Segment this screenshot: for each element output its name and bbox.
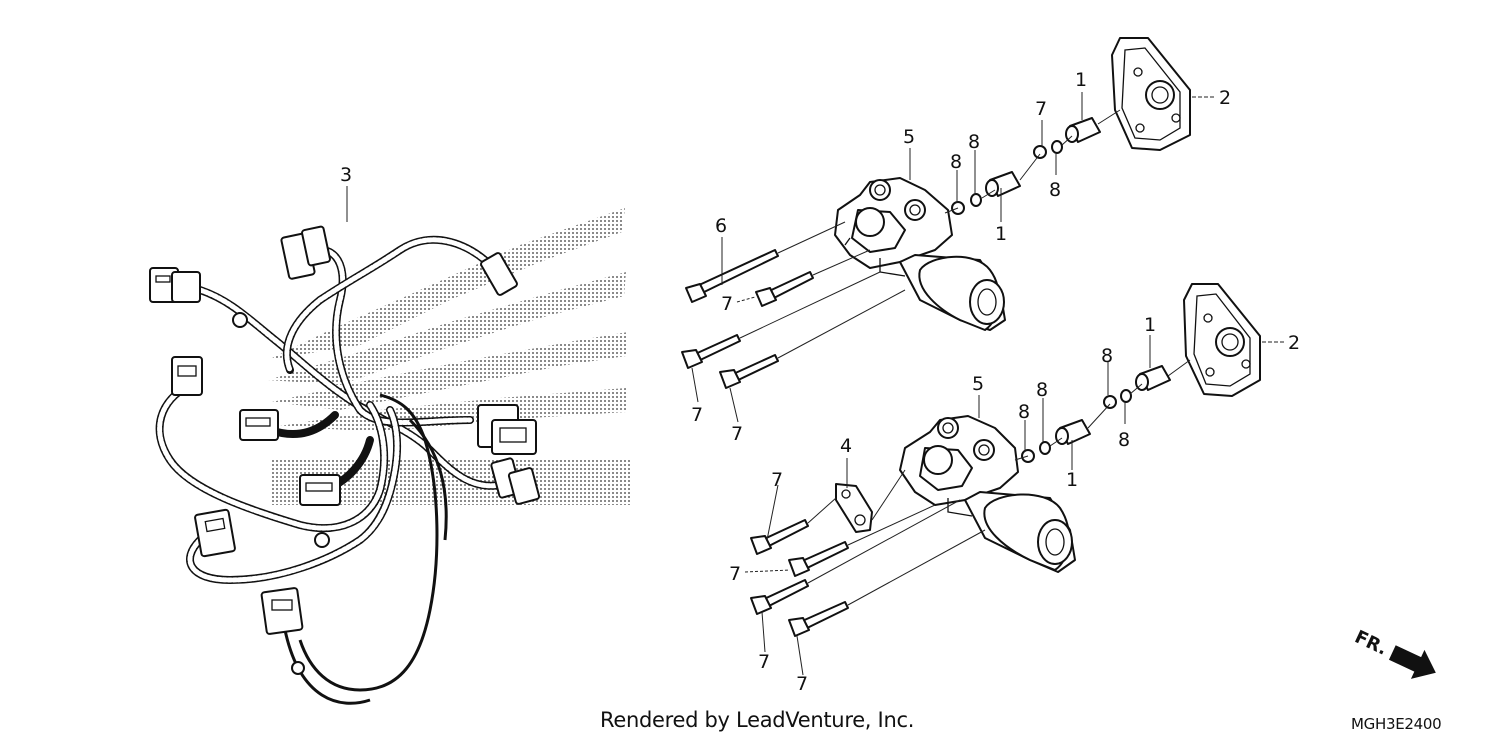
callout-label: 1: [1144, 314, 1156, 336]
diagram-code: MGH3E2400: [1351, 715, 1442, 733]
callout-label: 5: [972, 373, 984, 395]
callout-label: 7: [796, 673, 808, 695]
bolts: [681, 249, 849, 637]
callout-label: 1: [1066, 469, 1078, 491]
bracket: [835, 483, 873, 533]
callout-label: 8: [968, 131, 980, 153]
callout-label: 1: [1075, 69, 1087, 91]
callout-label: 7: [771, 469, 783, 491]
front-direction-arrow: FR.: [1351, 627, 1436, 679]
callout-label: 7: [1035, 98, 1047, 120]
callout-label: 8: [1036, 379, 1048, 401]
callout-label: 8: [950, 151, 962, 173]
callout-label: 7: [758, 651, 770, 673]
callout-label: 7: [731, 423, 743, 445]
callout-label: 6: [715, 215, 727, 237]
honda-wing-watermark: [268, 208, 630, 505]
callout-label: 7: [691, 404, 703, 426]
wire-harness: [149, 225, 541, 705]
filters-and-o-rings: [951, 117, 1171, 463]
callout-leaders: [346, 92, 1286, 676]
callout-label: 8: [1049, 179, 1061, 201]
callout-label: 8: [1101, 345, 1113, 367]
lower-solenoid-valve-assembly: [899, 415, 1076, 573]
callout-label: 2: [1288, 332, 1300, 354]
callout-label: 8: [1118, 429, 1130, 451]
callout-label: 7: [729, 563, 741, 585]
upper-solenoid-valve-assembly: [834, 177, 1006, 331]
render-credit: Rendered by LeadVenture, Inc.: [600, 708, 915, 732]
front-direction-label: FR.: [1351, 627, 1390, 660]
assembly-lines: [739, 109, 1191, 606]
callout-label: 2: [1219, 87, 1231, 109]
callout-numbers: 1 1 1 1 2 2 3 4 5 5 6 7 7 7 7 7 7 7 7 8 …: [340, 69, 1300, 695]
callout-label: 1: [995, 223, 1007, 245]
callout-label: 4: [840, 435, 852, 457]
callout-label: 5: [903, 126, 915, 148]
callout-label: 8: [1018, 401, 1030, 423]
callout-label: 7: [721, 293, 733, 315]
callout-label: 3: [340, 164, 352, 186]
gasket-plates: [1111, 37, 1261, 397]
